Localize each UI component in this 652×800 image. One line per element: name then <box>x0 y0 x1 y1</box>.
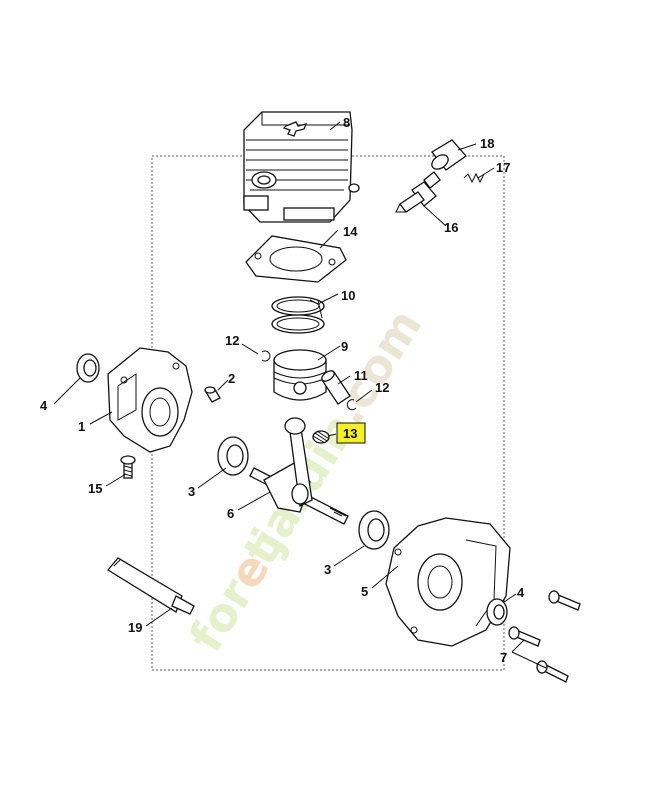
dowel-pin <box>204 386 221 403</box>
ball-bearing-left <box>217 436 249 476</box>
circlip-left <box>261 350 271 362</box>
part-number-labels: 8 14 10 9 12 11 12 13 2 4 1 15 3 6 3 5 4… <box>40 115 525 665</box>
label-14: 14 <box>343 224 358 239</box>
oil-seal-right <box>486 598 508 626</box>
label-11: 11 <box>354 368 368 383</box>
highlight-box-13 <box>336 422 366 444</box>
crankcase-half-left <box>107 347 193 453</box>
cylinder-gasket <box>245 235 347 283</box>
label-4-right: 4 <box>517 585 525 600</box>
screw-15 <box>120 455 136 479</box>
circlip-right <box>346 399 357 411</box>
label-12-left: 12 <box>225 333 239 348</box>
label-3-left: 3 <box>188 484 195 499</box>
needle-cage-bearing <box>312 430 330 444</box>
crankshaft <box>249 417 349 525</box>
spark-plug-spring <box>463 172 485 184</box>
label-3-right: 3 <box>324 562 331 577</box>
label-5: 5 <box>361 584 368 599</box>
label-12-right: 12 <box>375 380 389 395</box>
label-15: 15 <box>88 481 102 496</box>
oil-seal-left <box>76 353 100 383</box>
label-19: 19 <box>128 620 142 635</box>
label-4-left: 4 <box>40 398 48 413</box>
label-13: 13 <box>343 426 357 441</box>
label-18: 18 <box>480 136 494 151</box>
label-1: 1 <box>78 419 85 434</box>
label-9: 9 <box>341 339 348 354</box>
spark-plug <box>395 171 441 213</box>
label-2: 2 <box>228 371 235 386</box>
leader-lines <box>53 121 547 669</box>
piston-pin <box>321 370 351 405</box>
watermark-text-5: .com <box>321 300 433 434</box>
spark-plug-boot <box>431 139 467 171</box>
label-6: 6 <box>227 506 234 521</box>
piston-rings <box>271 296 325 334</box>
piston <box>273 349 327 401</box>
ball-bearing-right <box>358 510 390 550</box>
crankcase-half-right <box>385 517 511 647</box>
screws-7 <box>508 590 581 683</box>
label-8: 8 <box>343 115 350 130</box>
cylinder <box>243 111 360 223</box>
label-7: 7 <box>500 650 507 665</box>
label-17: 17 <box>496 160 510 175</box>
label-10: 10 <box>341 288 355 303</box>
label-16: 16 <box>444 220 458 235</box>
grease-tube <box>107 557 195 615</box>
